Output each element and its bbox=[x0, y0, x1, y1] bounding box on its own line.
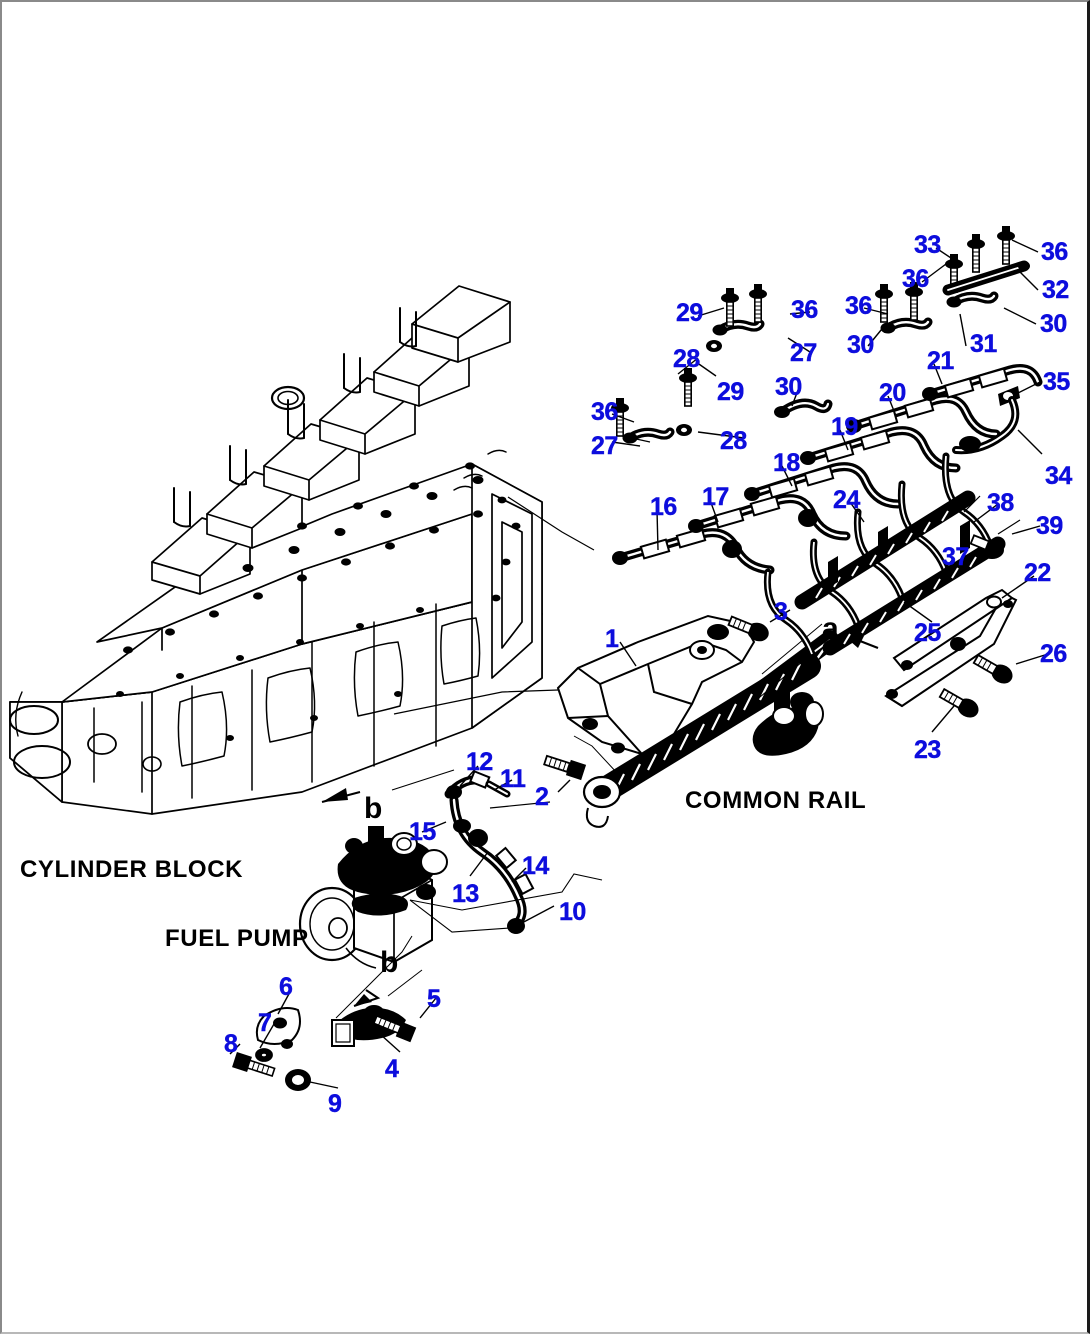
common-rail-drawing bbox=[573, 623, 840, 828]
callout-number-30: 30 bbox=[775, 373, 803, 401]
hardware-38-39 bbox=[960, 495, 1021, 559]
bolt-item-3 bbox=[727, 615, 769, 642]
callout-number-36: 36 bbox=[791, 296, 819, 324]
callout-number-21: 21 bbox=[927, 347, 955, 375]
callout-number-36: 36 bbox=[591, 398, 619, 426]
callout-number-37: 37 bbox=[942, 543, 970, 571]
callout-number-24: 24 bbox=[833, 486, 861, 514]
pump-bracket-assembly bbox=[232, 935, 423, 1091]
callout-number-3: 3 bbox=[774, 598, 788, 626]
callout-number-25: 25 bbox=[914, 619, 942, 647]
callout-number-10: 10 bbox=[559, 898, 587, 926]
callout-number-1: 1 bbox=[605, 625, 619, 653]
callout-number-36: 36 bbox=[845, 292, 873, 320]
callout-number-19: 19 bbox=[831, 413, 859, 441]
rail-manifold-bars bbox=[794, 490, 1006, 656]
pump-fuel-lines bbox=[409, 770, 603, 934]
callout-number-30: 30 bbox=[1040, 310, 1068, 338]
letter-ref-b-pump: b bbox=[380, 946, 399, 979]
common-rail-bracket bbox=[556, 614, 756, 756]
callout-number-22: 22 bbox=[1024, 559, 1052, 587]
callout-number-30: 30 bbox=[847, 331, 875, 359]
callout-number-23: 23 bbox=[914, 736, 942, 764]
callout-number-35: 35 bbox=[1043, 368, 1071, 396]
callout-number-38: 38 bbox=[987, 489, 1015, 517]
callout-number-16: 16 bbox=[650, 493, 678, 521]
callout-number-4: 4 bbox=[385, 1055, 399, 1083]
callout-number-5: 5 bbox=[427, 985, 441, 1013]
letter-ref-b-block: b bbox=[364, 792, 383, 825]
callout-number-8: 8 bbox=[224, 1030, 238, 1058]
callout-number-28: 28 bbox=[720, 427, 748, 455]
callout-number-26: 26 bbox=[1040, 640, 1068, 668]
callout-number-29: 29 bbox=[717, 378, 745, 406]
cylinder-block-drawing bbox=[9, 285, 543, 815]
callout-number-27: 27 bbox=[790, 339, 818, 367]
callout-number-33: 33 bbox=[914, 231, 942, 259]
letter-ref-a-common-rail: a bbox=[822, 612, 839, 645]
block-reference-leaders bbox=[393, 496, 595, 809]
bolt-item-2 bbox=[543, 754, 587, 781]
callout-number-27: 27 bbox=[591, 432, 619, 460]
caption-common-rail: COMMON RAIL bbox=[685, 787, 867, 814]
callout-number-36: 36 bbox=[902, 265, 930, 293]
callout-number-7: 7 bbox=[258, 1009, 272, 1037]
callout-number-6: 6 bbox=[279, 973, 293, 1001]
callout-number-17: 17 bbox=[702, 483, 730, 511]
ref-b-arrow-block bbox=[321, 769, 455, 803]
callout-number-14: 14 bbox=[522, 852, 550, 880]
callout-number-20: 20 bbox=[879, 379, 907, 407]
callout-number-31: 31 bbox=[970, 330, 998, 358]
callout-leader-lines bbox=[229, 239, 1049, 1089]
callout-number-34: 34 bbox=[1045, 462, 1073, 490]
pipe-clamps-hardware bbox=[610, 225, 1030, 455]
callout-number-12: 12 bbox=[466, 748, 494, 776]
callout-number-32: 32 bbox=[1042, 276, 1070, 304]
callout-number-39: 39 bbox=[1036, 512, 1064, 540]
callout-number-36: 36 bbox=[1041, 238, 1069, 266]
callout-number-18: 18 bbox=[773, 449, 801, 477]
callout-number-13: 13 bbox=[452, 880, 480, 908]
callout-number-2: 2 bbox=[535, 783, 549, 811]
callout-number-15: 15 bbox=[409, 818, 437, 846]
rail-mounting-bracket bbox=[884, 588, 1018, 718]
fuel-pump-drawing bbox=[298, 826, 448, 969]
callout-number-11: 11 bbox=[500, 765, 526, 793]
callout-number-29: 29 bbox=[676, 299, 704, 327]
caption-fuel-pump: FUEL PUMP bbox=[165, 925, 309, 952]
callout-number-9: 9 bbox=[328, 1090, 342, 1118]
injection-pipes bbox=[612, 364, 1043, 658]
callout-number-28: 28 bbox=[673, 345, 701, 373]
caption-cylinder-block: CYLINDER BLOCK bbox=[20, 856, 244, 883]
